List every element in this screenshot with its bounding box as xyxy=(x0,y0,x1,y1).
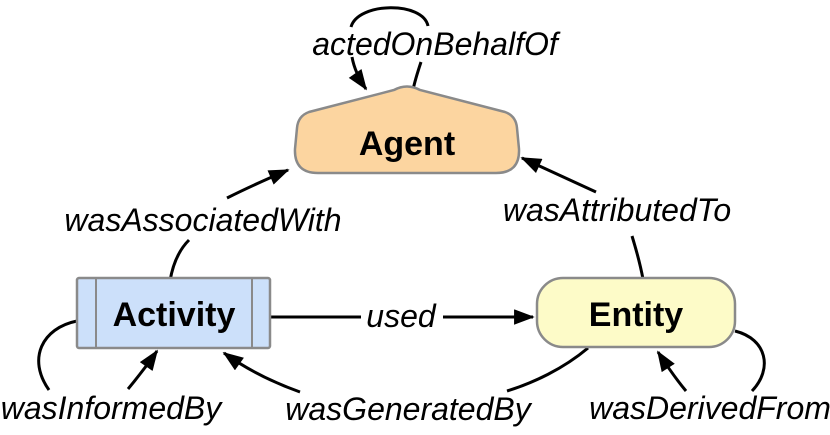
edge-label-was-informed-by: wasInformedBy xyxy=(1,390,224,426)
node-entity xyxy=(535,276,737,349)
edge-was-attributed-to-lower-segment xyxy=(630,235,645,280)
edge-acted-on-behalf-of-arc xyxy=(349,6,430,28)
edge-label-acted-on-behalf-of: actedOnBehalfOf xyxy=(312,26,561,62)
node-entity-label: Entity xyxy=(589,296,684,334)
edge-lines xyxy=(37,6,766,394)
node-activity-label: Activity xyxy=(113,296,236,334)
edge-was-associated-with-lower-segment xyxy=(168,238,191,282)
edge-was-derived-from-arrow-segment xyxy=(656,350,688,392)
node-agent xyxy=(293,85,521,175)
edge-label-used: used xyxy=(366,298,437,334)
node-agent-label: Agent xyxy=(359,125,455,163)
edge-label-was-attributed-to: wasAttributedTo xyxy=(503,192,731,228)
edge-label-was-generated-by: wasGeneratedBy xyxy=(285,391,532,427)
edge-label-was-associated-with: wasAssociatedWith xyxy=(64,202,341,238)
edge-was-informed-by-arrow-segment xyxy=(126,349,159,390)
edge-label-was-derived-from: wasDerivedFrom xyxy=(589,390,830,426)
edge-was-attributed-to-arrow-segment xyxy=(520,156,597,194)
edge-was-derived-from-loop-segment xyxy=(734,329,766,393)
edge-was-associated-with-arrow-segment xyxy=(226,168,290,200)
edge-was-generated-by-arrow-segment xyxy=(222,351,301,394)
edge-was-informed-by-loop-segment xyxy=(37,319,78,391)
edge-was-generated-by-right-segment xyxy=(506,346,589,393)
edge-acted-on-behalf-of-arrow-segment xyxy=(348,56,368,91)
node-activity xyxy=(75,276,272,350)
